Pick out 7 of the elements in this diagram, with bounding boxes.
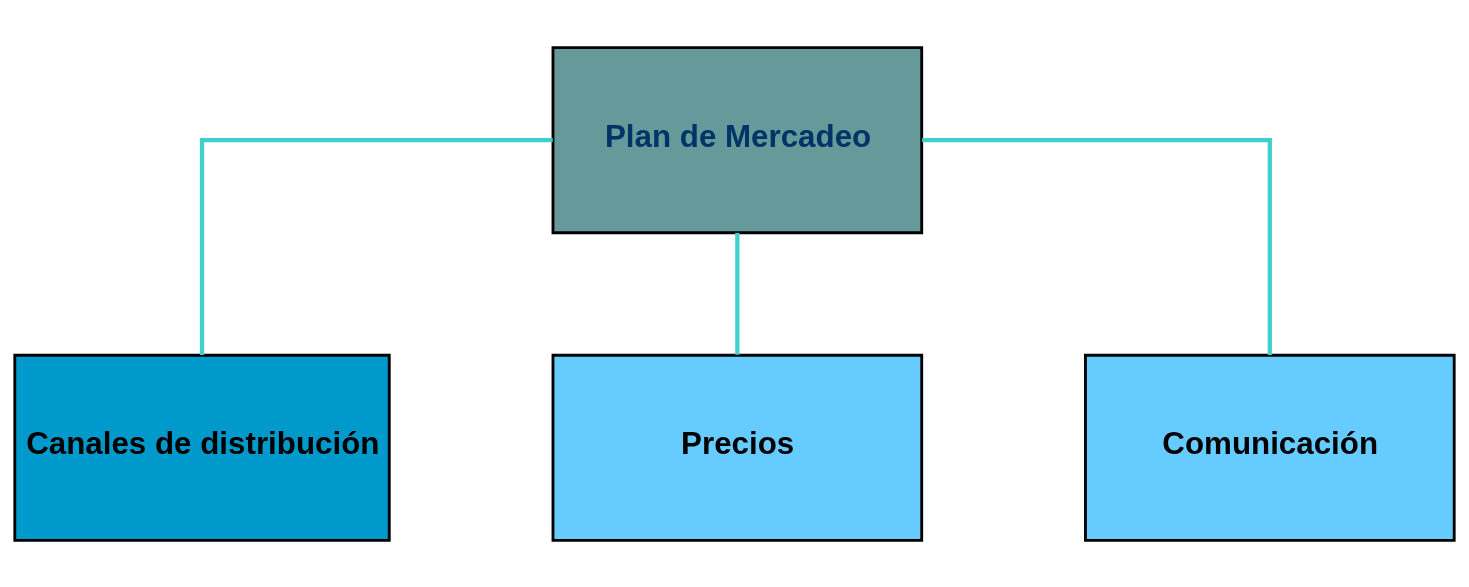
node-box: Comunicación bbox=[1084, 353, 1456, 542]
node-box: Canales de distribución bbox=[13, 353, 391, 542]
connector bbox=[735, 232, 740, 355]
connector bbox=[199, 137, 553, 355]
connector bbox=[922, 137, 1272, 355]
node-box: Precios bbox=[551, 353, 924, 542]
node-box: Plan de Mercadeo bbox=[551, 45, 924, 234]
